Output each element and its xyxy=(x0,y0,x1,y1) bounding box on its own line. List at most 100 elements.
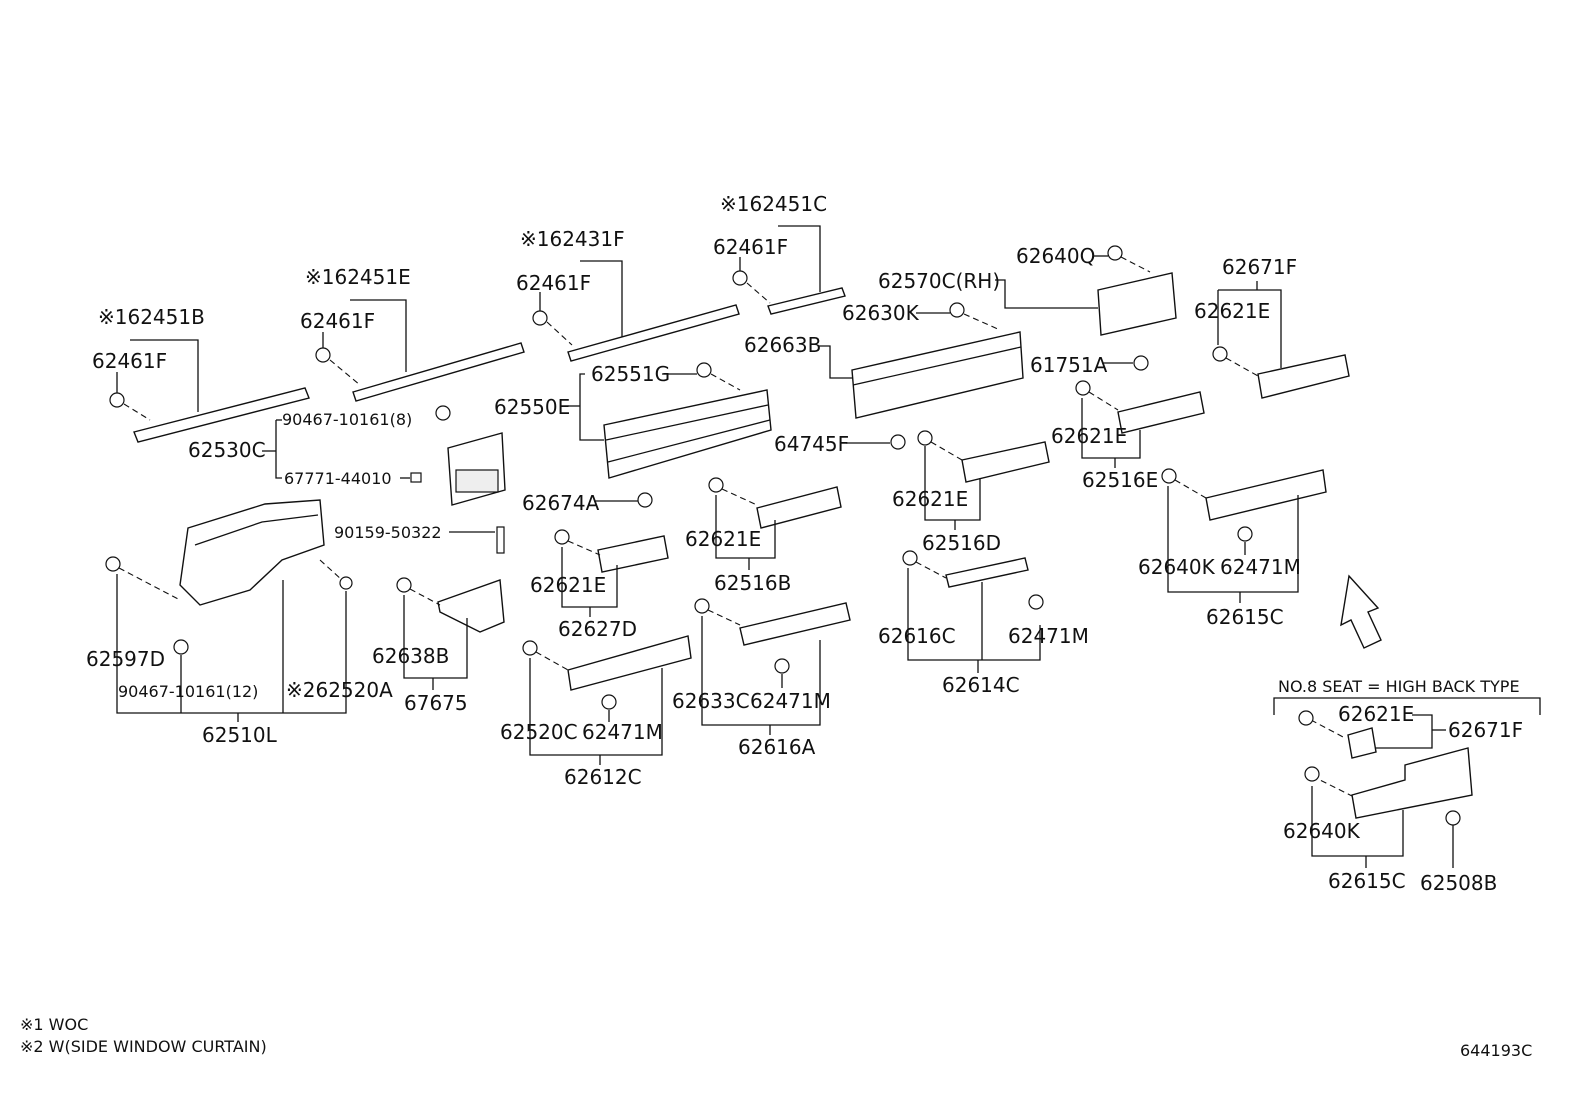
part-label: 62615C xyxy=(1328,869,1406,893)
indicator-line xyxy=(319,559,343,581)
indicator-line xyxy=(1311,775,1353,797)
trim-62627D xyxy=(597,535,669,573)
part-label: 62615C xyxy=(1206,605,1284,629)
clip-icon xyxy=(1212,346,1228,362)
clip-icon xyxy=(1237,526,1253,542)
clip-icon xyxy=(1107,245,1123,261)
clip-icon xyxy=(1028,594,1044,610)
screw-icon xyxy=(496,526,505,554)
part-label: 62627D xyxy=(558,617,637,641)
part-label: 62671F xyxy=(1448,718,1523,742)
indicator-line xyxy=(707,609,741,626)
clip-icon xyxy=(917,430,933,446)
indicator-line xyxy=(1174,479,1207,499)
part-label: 64745F xyxy=(774,432,849,456)
leader-line xyxy=(403,595,468,679)
clip-icon xyxy=(708,477,724,493)
clip-icon xyxy=(1445,810,1461,826)
indicator-line xyxy=(1088,391,1119,411)
indicator-line xyxy=(930,441,963,461)
molding-62431F xyxy=(567,304,740,362)
part-label: 62630K xyxy=(842,301,920,325)
trim-62671F xyxy=(1257,354,1350,399)
indicator-line xyxy=(1225,357,1259,377)
leader-line xyxy=(701,616,821,726)
clip-icon xyxy=(105,556,121,572)
trim-62516E xyxy=(1117,391,1205,434)
leader-line xyxy=(995,279,1098,309)
figure-id: 644193C xyxy=(1460,1041,1532,1060)
part-label: 62461F xyxy=(713,235,788,259)
part-label: 62671F xyxy=(1222,255,1297,279)
leader-line xyxy=(350,299,407,372)
leader-line xyxy=(1311,786,1404,857)
indicator-line xyxy=(1310,719,1346,739)
part-label: 62616A xyxy=(738,735,816,759)
clip-icon xyxy=(396,577,412,593)
leader-line xyxy=(130,339,199,412)
part-label: 62530C xyxy=(188,438,266,462)
part-label: 61751A xyxy=(1030,353,1108,377)
part-label: 62621E xyxy=(685,527,761,551)
part-label: 62621E xyxy=(1338,702,1414,726)
plate-62615C xyxy=(1205,469,1327,521)
leader-line xyxy=(1081,398,1141,459)
indicator-line xyxy=(963,313,1001,331)
leader-line xyxy=(1370,714,1433,749)
part-label: 62508B xyxy=(1420,871,1497,895)
clip-icon xyxy=(774,658,790,674)
clip-icon xyxy=(902,550,918,566)
clip-icon xyxy=(554,529,570,545)
inset-trim-62671F xyxy=(1347,727,1377,759)
bracket-67675 xyxy=(437,579,505,633)
part-label: 62621E xyxy=(1051,424,1127,448)
leader-line xyxy=(818,345,852,379)
part-label: 62461F xyxy=(516,271,591,295)
part-label: 62612C xyxy=(564,765,642,789)
part-label: 62510L xyxy=(202,723,278,747)
clip-icon xyxy=(1298,710,1314,726)
footnote-1: ※1 WOC xyxy=(20,1015,88,1034)
part-label: 62597D xyxy=(86,647,165,671)
leader-line xyxy=(116,574,347,714)
clip-icon xyxy=(522,640,538,656)
plate-62616A xyxy=(739,602,851,646)
part-label: 62614C xyxy=(942,673,1020,697)
part-label: 62471M xyxy=(750,689,831,713)
part-label: 62640K xyxy=(1138,555,1216,579)
clip-icon xyxy=(1133,355,1149,371)
part-label: 62551G xyxy=(591,362,670,386)
part-label: 62674A xyxy=(522,491,600,515)
clip-icon xyxy=(1075,380,1091,396)
leader-line xyxy=(275,420,282,479)
part-label: 67771-44010 xyxy=(284,469,392,488)
panel-62550E xyxy=(603,389,772,479)
panel-62510L xyxy=(179,499,325,606)
inset-title: NO.8 SEAT = HIGH BACK TYPE xyxy=(1278,677,1520,696)
part-label: ※162451C xyxy=(720,192,827,216)
leader-line xyxy=(580,260,623,337)
part-label: ※162451B xyxy=(98,305,205,329)
clip-icon xyxy=(637,492,653,508)
molding-62451B xyxy=(133,387,310,443)
indicator-line xyxy=(409,588,441,606)
leader-line xyxy=(907,568,1041,661)
plate-62614C xyxy=(945,557,1029,588)
clip-icon xyxy=(732,270,748,286)
leader-line xyxy=(529,658,663,756)
leader-line xyxy=(1218,289,1282,368)
front-arrow-icon xyxy=(1340,574,1382,649)
part-label: 62621E xyxy=(892,487,968,511)
part-label: 62616C xyxy=(878,624,956,648)
part-label: 62516E xyxy=(1082,468,1158,492)
leader-line xyxy=(778,225,821,292)
part-label: 90159-50322 xyxy=(334,523,442,542)
indicator-line xyxy=(915,561,947,579)
panel-62663B xyxy=(851,331,1024,419)
clip-icon xyxy=(1161,468,1177,484)
part-label: 62621E xyxy=(1194,299,1270,323)
clip-icon xyxy=(694,598,710,614)
indicator-line xyxy=(329,359,361,386)
clip-icon xyxy=(601,694,617,710)
plate-62612C xyxy=(567,635,692,691)
